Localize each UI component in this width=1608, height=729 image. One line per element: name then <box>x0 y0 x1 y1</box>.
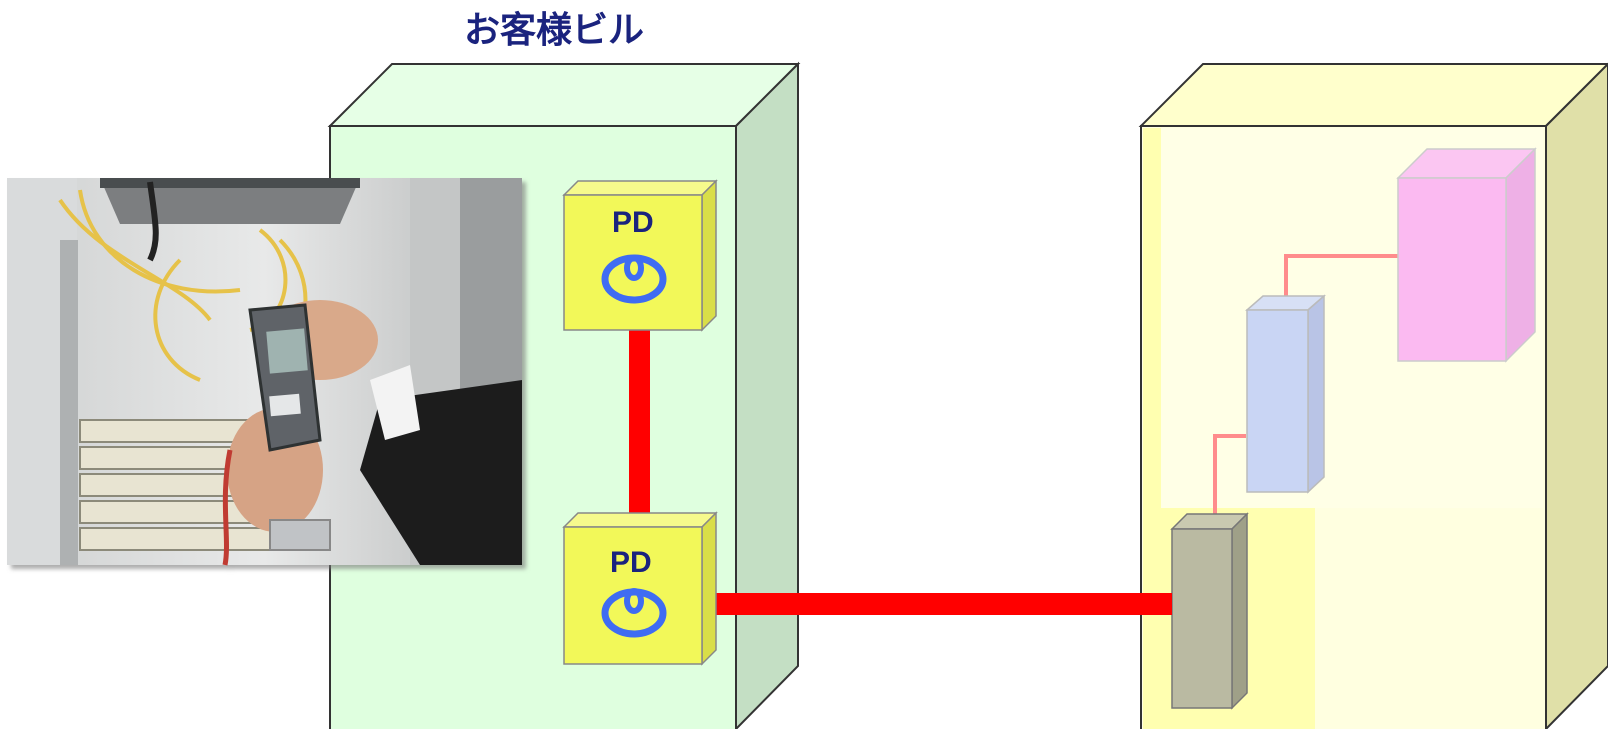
horizontal-cable <box>708 593 1172 615</box>
pd-label-upper: PD <box>612 206 654 239</box>
blue-equipment-box <box>1245 294 1326 494</box>
pd-box-upper: PD <box>562 179 718 332</box>
technician-photo <box>7 178 522 566</box>
olive-termination-box <box>1170 512 1249 710</box>
pd-symbol-icon <box>601 588 667 638</box>
internal-wiring <box>1213 254 1398 520</box>
diagram-title: お客様ビル <box>464 10 644 51</box>
vertical-cable <box>629 330 650 522</box>
pink-equipment-box <box>1396 147 1537 363</box>
pd-symbol-icon <box>601 254 667 304</box>
pd-label-lower: PD <box>610 546 652 579</box>
pd-box-lower: PD <box>562 511 718 666</box>
